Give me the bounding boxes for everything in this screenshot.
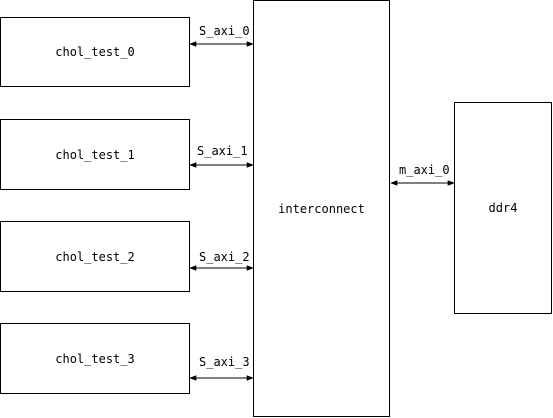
block-chol-test-1[interactable]: chol_test_1 xyxy=(0,119,190,190)
link-label-s-axi-0: S_axi_0 xyxy=(199,24,250,38)
link-label-s-axi-3: S_axi_3 xyxy=(199,355,250,369)
block-label: interconnect xyxy=(278,201,365,216)
block-label: chol_test_1 xyxy=(55,147,135,162)
link-label-s-axi-1: S_axi_1 xyxy=(197,144,248,158)
block-chol-test-2[interactable]: chol_test_2 xyxy=(0,221,190,292)
block-chol-test-0[interactable]: chol_test_0 xyxy=(0,17,190,87)
block-chol-test-3[interactable]: chol_test_3 xyxy=(0,323,190,394)
block-label: chol_test_0 xyxy=(55,45,135,59)
block-interconnect[interactable]: interconnect xyxy=(253,0,390,417)
block-label: chol_test_2 xyxy=(55,249,135,264)
block-label: chol_test_3 xyxy=(55,351,135,366)
link-label-s-axi-2: S_axi_2 xyxy=(199,250,250,264)
block-ddr4[interactable]: ddr4 xyxy=(454,102,552,314)
block-label: ddr4 xyxy=(488,201,518,215)
link-label-m-axi-0: m_axi_0 xyxy=(399,163,450,177)
